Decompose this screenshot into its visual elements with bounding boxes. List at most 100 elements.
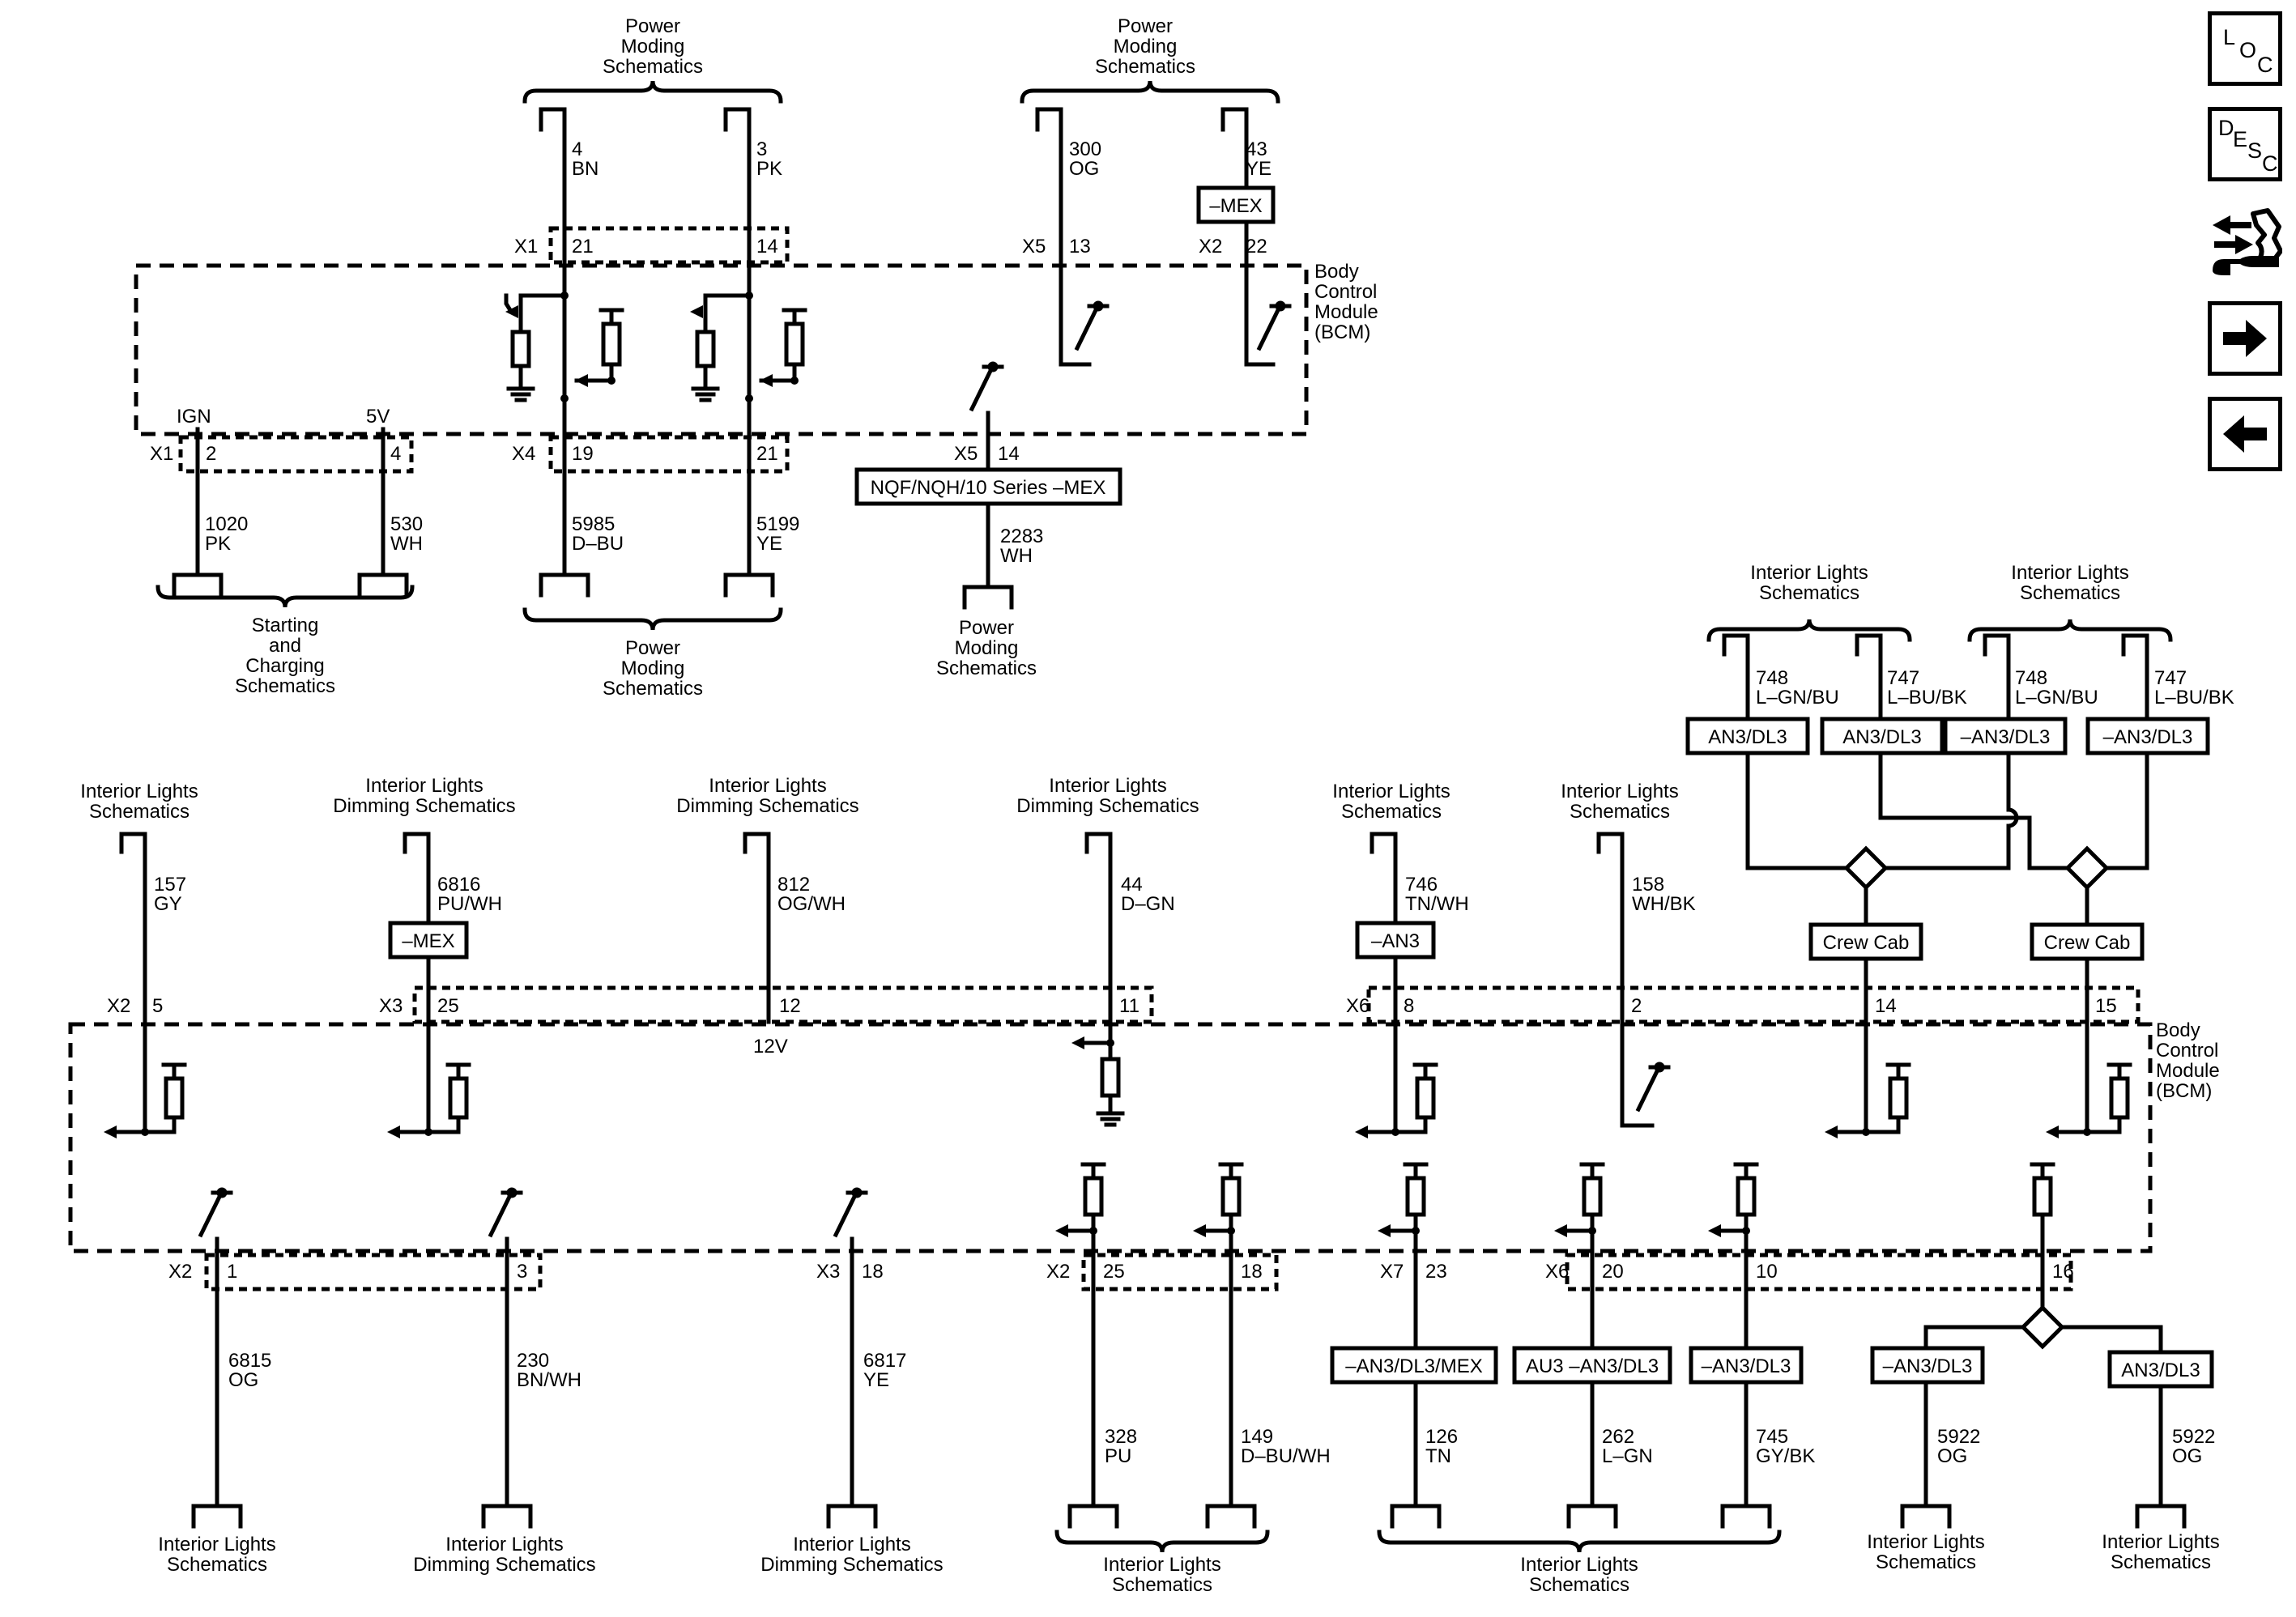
label-bcm-mid-3: Module [2156,1060,2220,1082]
label-sc-1: Starting [252,615,319,636]
label-circuit-44: 44 [1121,874,1143,896]
label-circuit-747a: 747 [1887,667,1919,689]
label-box-bx2: AU3 –AN3/DL3 [1526,1355,1659,1377]
label-circuit-230: 230 [517,1350,549,1372]
brace-power-moding-c [522,607,783,631]
brace-power-moding-a [522,80,783,104]
label-pm-a-1: Power [625,15,680,37]
label-pin-14-mid: 14 [1875,995,1897,1017]
desc-button[interactable]: D E S C [2208,107,2282,181]
label-box-bx4: –AN3/DL3 [1883,1355,1973,1377]
label-pin-14: 14 [756,236,778,257]
label-color-wh: WH [390,533,423,555]
label-il-746-2: Schematics [1341,801,1442,823]
label-x1-ign: X1 [150,443,173,465]
wire-43-ye [1196,107,1292,367]
label-pin-11: 11 [1119,995,1139,1017]
label-circuit-1020: 1020 [205,513,248,535]
label-color-pu: PU [1105,1445,1131,1467]
label-circuit-3: 3 [756,138,767,160]
label-bcm-mid-2: Control [2156,1040,2218,1062]
connector-x6-bottom [1565,1253,2073,1291]
label-circuit-126: 126 [1425,1426,1458,1448]
label-x7: X7 [1380,1261,1404,1283]
label-circuit-5199: 5199 [756,513,799,535]
label-pm-d-1: Power [959,617,1014,639]
label-circuit-5985: 5985 [572,513,615,535]
label-box-an3dl3-1: AN3/DL3 [1708,726,1787,748]
label-pin-14b: 14 [998,443,1020,465]
label-color-tn: TN [1425,1445,1451,1467]
label-color-ogwh: OG/WH [777,893,846,915]
loc-letter-o: O [2239,38,2257,62]
bcm-top-circuits [504,293,807,402]
label-pin-20: 20 [1602,1261,1624,1283]
label-x5-top: X5 [1022,236,1046,257]
label-il-158-1: Interior Lights [1561,781,1678,802]
brace-il-bottom-a [1054,1530,1270,1553]
label-pin-16: 16 [2052,1261,2074,1283]
label-circuit-157: 157 [154,874,186,896]
desc-letter-e: E [2233,127,2248,151]
label-pin-19: 19 [572,443,594,465]
label-color-lbubk-b: L–BU/BK [2154,687,2234,709]
label-sc-2: and [269,635,301,657]
label-x2-mid: X2 [107,995,130,1017]
label-ild-b3-1: Interior Lights [793,1534,910,1555]
label-il-158-2: Schematics [1570,801,1670,823]
label-pm-b-3: Schematics [1095,56,1195,78]
previous-button[interactable] [2208,397,2282,471]
wire-2283-wh [854,361,1122,610]
label-color-tnwh: TN/WH [1405,893,1469,915]
label-il-b7-1: Interior Lights [2102,1531,2219,1553]
label-circuit-43: 43 [1246,138,1267,160]
brace-il-a [1706,619,1912,642]
connector-x4 [548,435,790,474]
label-5v: 5V [366,406,390,428]
label-color-ye-6817: YE [863,1369,889,1391]
label-x6-bot: X6 [1545,1261,1569,1283]
label-pin-2-mid: 2 [1631,995,1642,1017]
label-il-b7-2: Schematics [2111,1551,2211,1573]
label-pm-c-1: Power [625,637,680,659]
label-ild-b2-2: Dimming Schematics [413,1554,595,1576]
label-pin-1: 1 [227,1261,237,1283]
label-box-an3dl3-2: AN3/DL3 [1842,726,1921,748]
wire-1020-pk [172,427,224,598]
label-ild-44-1: Interior Lights [1049,775,1166,797]
label-ild-b2-1: Interior Lights [445,1534,563,1555]
label-circuit-149: 149 [1241,1426,1273,1448]
label-color-bnwh: BN/WH [517,1369,581,1391]
wrench-arrows-icon[interactable] [2208,202,2283,291]
label-color-dbuwh: D–BU/WH [1241,1445,1331,1467]
label-color-ye: YE [1246,158,1272,180]
loc-letter-c: C [2257,53,2273,77]
brace-starting-charging [155,585,415,608]
label-bcm-mid-4: (BCM) [2156,1080,2212,1102]
desc-letter-s: S [2247,138,2263,163]
label-circuit-158: 158 [1632,874,1664,896]
connector-x6-mid [1366,985,2141,1024]
label-pm-c-2: Moding [621,657,685,679]
option-box-nqf [854,467,1122,506]
connector-x2b-bottom [1081,1253,1279,1291]
label-color-og-5922b: OG [2172,1445,2202,1467]
label-il-b1-1: Interior Lights [158,1534,275,1555]
label-color-og-6815: OG [228,1369,258,1391]
label-il-b5-2: Schematics [1529,1574,1629,1596]
label-bcm-top-1: Body [1314,261,1359,283]
connector-x2-bottom [204,1253,543,1291]
label-ign: IGN [177,406,211,428]
arrow-left-icon [2223,415,2267,453]
label-ild-812-2: Dimming Schematics [676,795,858,817]
label-ild-6816-2: Dimming Schematics [333,795,515,817]
label-pm-d-2: Moding [955,637,1019,659]
label-circuit-746: 746 [1405,874,1438,896]
label-pin-22: 22 [1246,236,1267,257]
loc-button[interactable]: L O C [2208,11,2282,86]
next-button[interactable] [2208,301,2282,376]
label-color-pk: PK [756,158,782,180]
loc-letter-l: L [2223,25,2236,49]
label-il-b1-2: Schematics [167,1554,267,1576]
label-pin-25: 25 [437,995,459,1017]
